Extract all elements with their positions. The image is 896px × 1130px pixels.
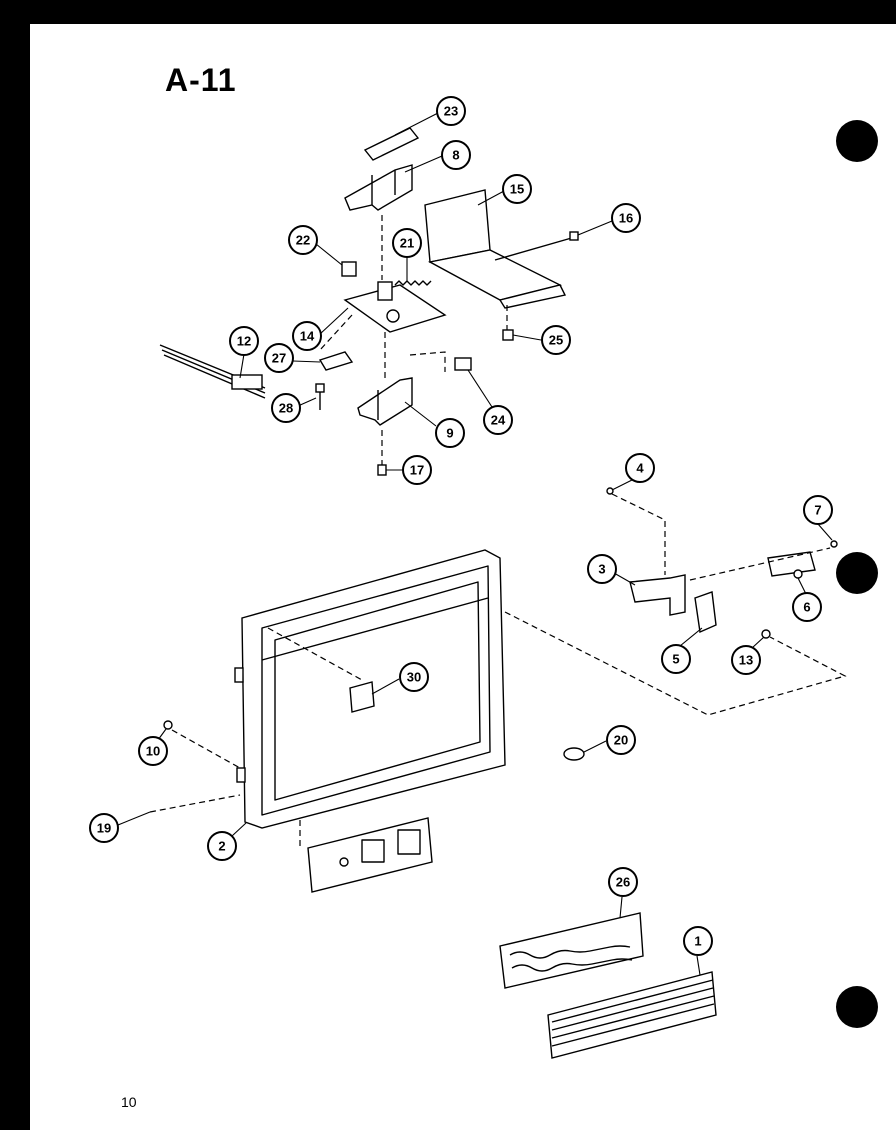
part-12-harness xyxy=(159,344,266,399)
callout-6: 6 xyxy=(792,592,822,622)
svg-text:8: 8 xyxy=(452,148,459,163)
callout-3: 3 xyxy=(587,554,617,584)
callout-10: 10 xyxy=(138,736,168,766)
svg-text:2: 2 xyxy=(218,839,225,854)
part-20-ring xyxy=(563,747,585,761)
part-25-screw xyxy=(502,329,514,341)
control-panel xyxy=(307,817,433,893)
part-10-screw xyxy=(163,720,173,730)
callout-14: 14 xyxy=(292,321,322,351)
page-title: A-11 xyxy=(165,62,237,98)
alignment-line xyxy=(504,611,847,716)
part-5-latch xyxy=(694,591,717,634)
alignment-line xyxy=(689,547,831,581)
svg-text:16: 16 xyxy=(619,211,633,226)
svg-text:9: 9 xyxy=(446,426,453,441)
part-28-pin xyxy=(315,383,325,410)
part-24-block xyxy=(454,357,472,371)
part-21-spring xyxy=(394,280,432,286)
svg-text:13: 13 xyxy=(739,653,753,668)
callout-19: 19 xyxy=(89,813,119,843)
svg-text:23: 23 xyxy=(444,104,458,119)
part-16-screw xyxy=(494,231,579,261)
part-7-screw xyxy=(830,540,838,548)
svg-text:12: 12 xyxy=(237,334,251,349)
part-2-front-frame xyxy=(234,549,506,829)
callout-4: 4 xyxy=(625,453,655,483)
callout-5: 5 xyxy=(661,644,691,674)
callout-13: 13 xyxy=(731,645,761,675)
part-1-grille xyxy=(547,971,717,1059)
callout-21: 21 xyxy=(392,228,422,258)
part-27-plate xyxy=(318,351,354,371)
part-15-cover xyxy=(424,189,567,309)
callout-27: 27 xyxy=(264,343,294,373)
callout-23: 23 xyxy=(436,96,466,126)
callout-20: 20 xyxy=(606,725,636,755)
svg-text:22: 22 xyxy=(296,233,310,248)
svg-text:27: 27 xyxy=(272,351,286,366)
svg-text:26: 26 xyxy=(616,875,630,890)
punch-hole-top xyxy=(836,120,878,162)
part-30-clip xyxy=(349,681,375,713)
svg-text:14: 14 xyxy=(300,329,315,344)
callout-30: 30 xyxy=(399,662,429,692)
alignment-line xyxy=(171,729,241,769)
part-6-hinge xyxy=(767,551,816,579)
svg-text:15: 15 xyxy=(510,182,524,197)
part-14-switch-plate xyxy=(343,281,447,333)
svg-text:20: 20 xyxy=(614,733,628,748)
svg-text:6: 6 xyxy=(803,600,810,615)
alignment-line xyxy=(149,794,241,813)
svg-text:5: 5 xyxy=(672,652,679,667)
callout-16: 16 xyxy=(611,203,641,233)
callout-7: 7 xyxy=(803,495,833,525)
part-4-screw xyxy=(606,487,614,495)
part-17-screw xyxy=(377,464,387,476)
callout-28: 28 xyxy=(271,393,301,423)
callout-22: 22 xyxy=(288,225,318,255)
part-9-bracket xyxy=(357,377,413,426)
callout-1: 1 xyxy=(683,926,713,956)
callout-2: 2 xyxy=(207,831,237,861)
callout-17: 17 xyxy=(402,455,432,485)
part-3-hinge-bracket xyxy=(629,574,686,616)
part-22-clip xyxy=(341,261,357,277)
alignment-line xyxy=(267,627,363,681)
alignment-line xyxy=(409,351,446,372)
svg-text:19: 19 xyxy=(97,821,111,836)
alignment-line xyxy=(319,314,353,351)
callout-26: 26 xyxy=(608,867,638,897)
svg-text:17: 17 xyxy=(410,463,424,478)
callout-8: 8 xyxy=(441,140,471,170)
svg-text:28: 28 xyxy=(279,401,293,416)
svg-text:10: 10 xyxy=(146,744,160,759)
callout-12: 12 xyxy=(229,326,259,356)
alignment-line xyxy=(611,493,666,575)
page-number: 10 xyxy=(121,1094,137,1110)
part-23-plate xyxy=(363,127,420,161)
svg-text:21: 21 xyxy=(400,236,414,251)
svg-text:3: 3 xyxy=(598,562,605,577)
part-13-screw xyxy=(761,629,771,639)
callout-9: 9 xyxy=(435,418,465,448)
callout-25: 25 xyxy=(541,325,571,355)
punch-hole-bottom xyxy=(836,986,878,1028)
part-8-bracket xyxy=(344,164,413,211)
leader-lines xyxy=(117,112,833,976)
svg-text:25: 25 xyxy=(549,333,563,348)
punch-hole-middle xyxy=(836,552,878,594)
svg-text:4: 4 xyxy=(636,461,644,476)
svg-text:1: 1 xyxy=(694,934,701,949)
svg-text:30: 30 xyxy=(407,670,421,685)
part-26-filter xyxy=(499,912,644,989)
callout-24: 24 xyxy=(483,405,513,435)
svg-text:24: 24 xyxy=(491,413,506,428)
svg-text:7: 7 xyxy=(814,503,821,518)
callout-15: 15 xyxy=(502,174,532,204)
